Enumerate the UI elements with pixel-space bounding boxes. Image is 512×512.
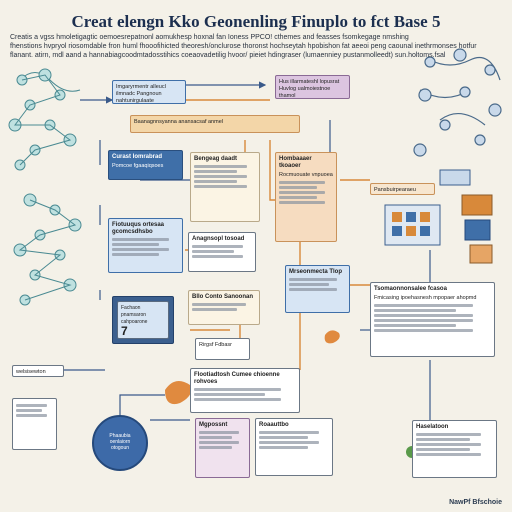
box-header: Curast Iomrabrad: [112, 154, 163, 160]
intro-line: flanant. atirn, mdl aand a hannabiagcood…: [10, 52, 446, 59]
navy-label: Fachaon pnamsaron cahpoarone: [121, 305, 148, 325]
top-pink-box: Hus illarmateshl lopusrat Huvlog ualmoie…: [275, 75, 350, 99]
left-device-panel: [12, 398, 57, 450]
process-circle: Phaaubia oenlaiorn otogoun: [92, 415, 148, 471]
left-small-label: welsisewton: [12, 365, 64, 377]
box-header: Bllo Conto Sanoonan: [192, 294, 253, 300]
bar-text: Pansbuirpearaeu: [374, 187, 416, 193]
box-header: Hombaaaer tkoaoer: [279, 156, 312, 169]
mid-white-box: Anagnsopl tosoad: [188, 232, 256, 272]
bottom-list-box: Haselatoon: [412, 420, 497, 478]
bottom-white-box: Roaauttbo: [255, 418, 333, 476]
box-header: Tsomaonnonsalee fcasoa: [374, 286, 447, 292]
page-title: Creat elengn Kko Geonenling Finuplo to f…: [71, 12, 441, 31]
right-white-box: Tsomaonnonsalee fcasoa Fmicasing ipoehas…: [370, 282, 495, 357]
box-header: Anagnsopl tosoad: [192, 236, 245, 242]
left-navy-box: Fachaon pnamsaron cahpoarone 7: [112, 296, 174, 344]
intro-paragraph: Creatis a vgss hmoletigagtic oemoesrepat…: [10, 33, 502, 60]
right-mid-box: Mrseonmecta Tlop: [285, 265, 350, 313]
box-text: Imgaryrmentr alleucl ilmnadc Pangnoun na…: [116, 84, 166, 104]
navy-inner: Fachaon pnamsaron cahpoarone 7: [117, 301, 169, 339]
bottom-center-box: Flootiadtosh Cumee chioenne rohvoes: [190, 368, 300, 413]
peach-bar: Pansbuirpearaeu: [370, 183, 435, 195]
right-peach-box: Hombaaaer tkoaoer Rocmuouate vnpuoea: [275, 152, 337, 242]
banner-box: Baanagnnsyanna anansacsaf anmel: [130, 115, 300, 133]
left-blue-box: Curast Iomrabrad Pomcoe fgaaqiqsoes: [108, 150, 183, 180]
mid-lower-box: Bllo Conto Sanoonan: [188, 290, 260, 325]
circle-label: Phaaubia oenlaiorn otogoun: [109, 433, 131, 451]
box-header: Flootiadtosh Cumee chioenne rohvoes: [194, 372, 280, 385]
label-text: welsisewton: [16, 369, 46, 375]
box-header: Bengeag daadt: [194, 156, 238, 162]
box-header: Haselatoon: [416, 424, 449, 430]
box-header: Roaauttbo: [259, 422, 289, 428]
banner-text: Baanagnnsyanna anansacsaf anmel: [134, 119, 223, 125]
navy-number: 7: [121, 324, 128, 338]
box-header: Mrseonmecta Tlop: [289, 269, 343, 275]
left-lblue-box: Fiotuuqus ortesaa gcomcsdhsbo: [108, 218, 183, 273]
top-center-box: Imgaryrmentr alleucl ilmnadc Pangnoun na…: [112, 80, 186, 104]
box-header: Mgpossnt: [199, 422, 228, 428]
bottom-pink-box: Mgpossnt: [195, 418, 250, 478]
small-box: Rirgsf Fdbasr: [195, 338, 250, 360]
watermark: NawPf Bfschoie: [449, 499, 502, 506]
intro-line: fhenstions hvpryol riosomdable fron huml…: [10, 43, 477, 50]
box-sub: Pomcoe fgaaqiqsoes: [112, 163, 164, 169]
box-sub: Rocmuouate vnpuoea: [279, 172, 333, 178]
small-box-label: Rirgsf Fdbasr: [199, 342, 233, 348]
box-header: Fiotuuqus ortesaa gcomcsdhsbo: [112, 222, 165, 235]
box-sub: Fmicasing ipoehasnesh mpopaer ahopmd: [374, 295, 477, 301]
mid-cream-box: Bengeag daadt: [190, 152, 260, 222]
intro-line: Creatis a vgss hmoletigagtic oemoesrepat…: [10, 34, 409, 41]
box-text: Hus illarmateshl lopusrat Huvlog ualmoie…: [279, 79, 340, 99]
